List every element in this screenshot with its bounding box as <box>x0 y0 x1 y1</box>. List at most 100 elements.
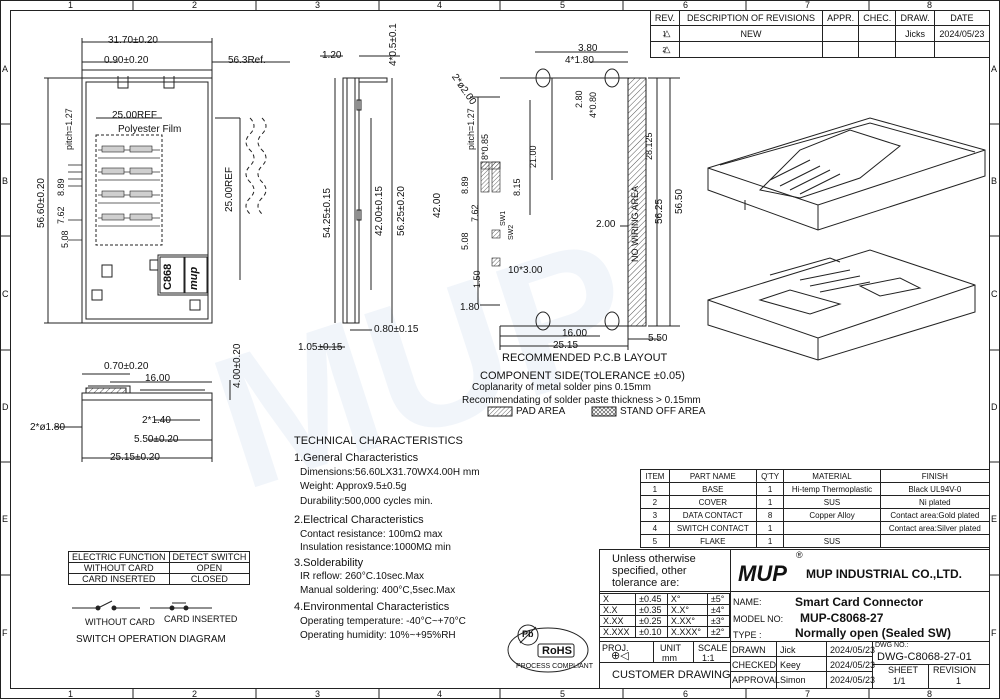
row-label: E <box>2 514 9 524</box>
bom-header: PART NAME <box>668 469 757 483</box>
bom-header: FINISH <box>879 469 991 483</box>
tech-line: Weight: Approx9.5±0.5g <box>300 481 407 492</box>
model-label: MODEL NO: <box>733 614 784 624</box>
dim-label: 4*1.80 <box>565 55 594 66</box>
dim-label: 5.50±0.20 <box>134 434 179 445</box>
col-label: 5 <box>560 689 566 699</box>
tech-line: Operating humidity: 10%~+95%RH <box>300 630 456 641</box>
bom-cell: Black UL94V-0 <box>879 482 991 496</box>
col-label: 3 <box>315 689 321 699</box>
dim-label: 8.89 <box>56 178 66 196</box>
dim-label: pitch=1.27 <box>466 108 476 150</box>
dim-label: 7.62 <box>56 206 66 224</box>
checked-name: Keey <box>780 660 801 670</box>
tech-line: Insulation resistance:1000MΩ min <box>300 542 451 553</box>
bom-cell: DATA CONTACT <box>668 508 757 522</box>
bom-header: Q'TY <box>755 469 785 483</box>
row-label: B <box>991 176 998 186</box>
col-label: 2 <box>192 689 198 699</box>
bom-cell: Copper Alloy <box>783 508 881 522</box>
sheet-label: SHEET <box>888 665 919 675</box>
rev-header: DATE <box>933 10 991 26</box>
bom-cell <box>879 534 991 548</box>
drawn-name: Jick <box>780 645 796 655</box>
dim-label: 56.50 <box>674 188 685 214</box>
component-side-note: COMPONENT SIDE(TOLERANCE ±0.05) <box>480 370 685 382</box>
rev-approved <box>822 41 860 58</box>
tol-cell: X.X° <box>666 604 708 616</box>
tol-cell: ±3° <box>706 615 731 627</box>
dim-label: 56.25±0.20 <box>396 186 407 236</box>
bom-header: ITEM <box>640 469 670 483</box>
standoff-area-swatch <box>591 406 617 417</box>
col-label: 1 <box>68 689 74 699</box>
polyester-film-label: Polyester Film <box>118 124 182 135</box>
tol-cell: ±0.35 <box>635 604 668 616</box>
dim-label: 4.00±0.20 <box>232 343 243 388</box>
dim-label: 25.15±0.20 <box>110 452 160 463</box>
rev-number-triangle: △2 <box>650 41 680 58</box>
dim-label: 1.05±0.15 <box>298 342 343 353</box>
tol-cell: X.X <box>598 604 637 616</box>
dim-label: 42.00±0.15 <box>374 186 385 236</box>
col-label: 8 <box>927 689 933 699</box>
company-name: MUP INDUSTRIAL CO.,LTD. <box>806 567 962 581</box>
dim-label: 4*0.5±0.1 <box>388 23 399 66</box>
switch-cell: OPEN <box>168 562 251 574</box>
rev-description <box>678 41 824 58</box>
dim-label: 25.15 <box>553 340 579 351</box>
type-label: TYPE : <box>733 630 762 640</box>
bom-cell: 2 <box>640 495 670 509</box>
dim-label: 5.50 <box>648 333 668 344</box>
tech-section-title: 2.Electrical Characteristics <box>294 514 424 526</box>
sw1-label: SW1 <box>500 210 507 226</box>
bom-cell: 5 <box>640 534 670 548</box>
switch-diagram-title: SWITCH OPERATION DIAGRAM <box>76 634 226 645</box>
bom-cell: 8 <box>755 508 785 522</box>
pcb-layout <box>470 51 680 350</box>
rev-date: 2024/05/23 <box>933 25 991 42</box>
bom-cell: COVER <box>668 495 757 509</box>
unit-value: mm <box>662 653 677 663</box>
dim-label: 2*1.40 <box>142 415 171 426</box>
isometric-views <box>707 117 986 361</box>
switch-header: DETECT SWITCH <box>168 551 251 563</box>
projection-symbol: ⊕◁ <box>611 650 629 662</box>
approval-name: Simon <box>780 675 806 685</box>
coplanarity-note: Coplanarity of metal solder pins 0.15mm <box>472 382 651 393</box>
row-label: E <box>991 514 998 524</box>
bom-cell: Contact area:Gold plated <box>879 508 991 522</box>
dim-label: 1.80 <box>460 302 480 313</box>
dim-label: 25.00REF <box>112 110 158 121</box>
dim-label: pitch=1.27 <box>64 108 74 150</box>
top-view <box>44 38 290 324</box>
row-label: C <box>991 289 998 299</box>
bom-cell: 1 <box>755 534 785 548</box>
dim-label: 0.70±0.20 <box>104 361 149 372</box>
rev-header: APPR. <box>822 10 860 26</box>
bom-cell <box>783 521 881 535</box>
row-label: A <box>991 64 998 74</box>
standoff-area-label: STAND OFF AREA <box>620 406 706 417</box>
dim-label: 42.00 <box>432 192 443 218</box>
tol-cell: X.XXX° <box>666 626 708 638</box>
tol-cell: ±0.10 <box>635 626 668 638</box>
rev-drawn <box>895 41 935 58</box>
paste-note: Recommendating of solder paste thickness… <box>462 395 701 406</box>
rev-number-triangle: △1 <box>650 25 680 42</box>
name-label: NAME: <box>733 597 762 607</box>
dim-label: 16.00 <box>145 373 171 384</box>
pcb-title: RECOMMENDED P.C.B LAYOUT <box>502 352 668 364</box>
revision-table: REV. DESCRIPTION OF REVISIONS APPR. CHEC… <box>650 10 991 58</box>
without-card-label: WITHOUT CARD <box>85 617 155 627</box>
tolerance-intro: specified, other <box>612 565 687 577</box>
tol-cell: ±5° <box>706 593 731 605</box>
side-view <box>320 55 400 348</box>
dwg-number: DWG-C8068-27-01 <box>877 651 972 663</box>
registered-mark: ® <box>796 550 803 560</box>
tech-section-title: 3.Solderability <box>294 557 364 569</box>
company-logo: MUP <box>738 561 787 586</box>
rohs-caption: PROCESS COMPLIANT <box>516 663 594 670</box>
